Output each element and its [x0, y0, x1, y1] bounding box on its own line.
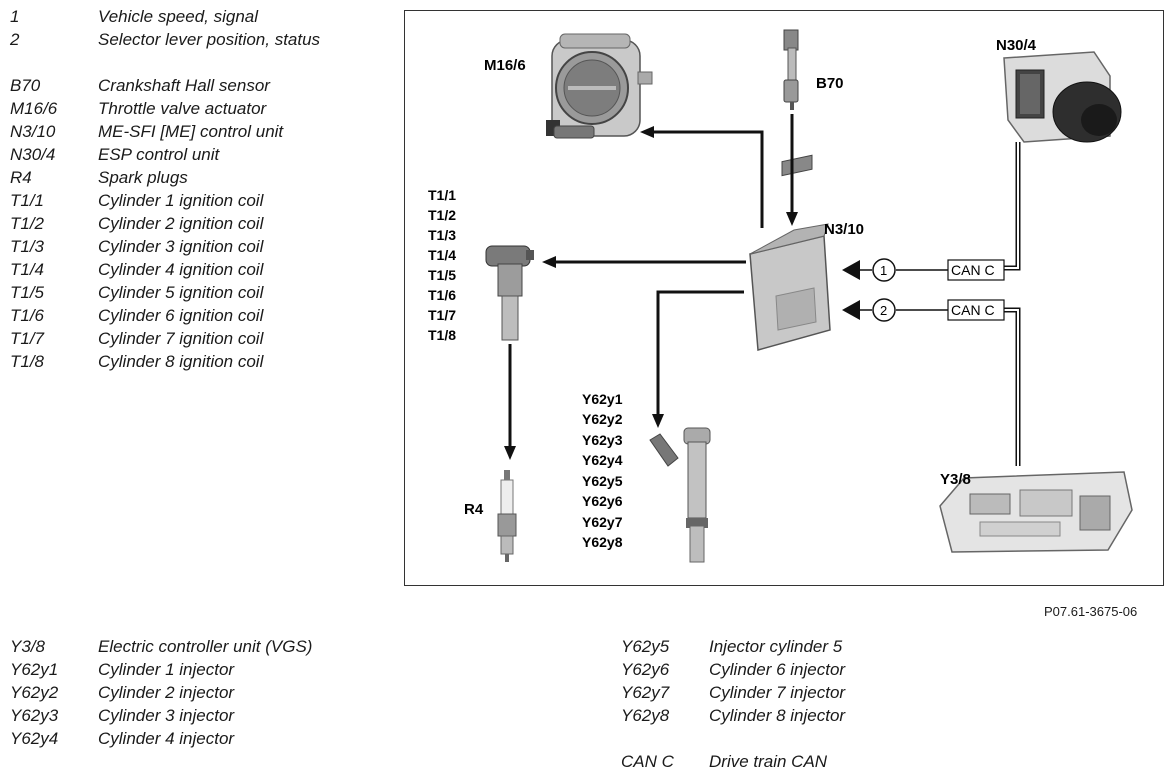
n3-10-label: N3/10 — [824, 221, 864, 238]
legend-description: Crankshaft Hall sensor — [98, 76, 270, 95]
arrowhead-throttle — [640, 126, 654, 138]
arrowhead-coil — [542, 256, 556, 268]
legend-description: Cylinder 4 injector — [98, 729, 235, 748]
injector-label-2: Y62y2 — [582, 411, 623, 427]
legend-description: Cylinder 7 injector — [709, 683, 846, 702]
legend-code: T1/4 — [10, 260, 45, 279]
legend-description: ESP control unit — [98, 145, 220, 164]
legend-code: T1/8 — [10, 352, 45, 371]
legend-code: T1/3 — [10, 237, 45, 256]
legend-code: M16/6 — [10, 99, 58, 118]
legend-description: Spark plugs — [98, 168, 188, 187]
legend-code: 2 — [10, 30, 20, 49]
r4-label: R4 — [464, 501, 484, 518]
arrowhead-spark-plug — [504, 446, 516, 460]
injector-label-8: Y62y8 — [582, 534, 623, 550]
legend-description: Cylinder 3 injector — [98, 706, 235, 725]
legend-code: B70 — [10, 76, 41, 95]
legend-description: Selector lever position, status — [98, 30, 321, 49]
y3-8-label: Y3/8 — [940, 471, 971, 488]
throttle-valve-actuator — [546, 33, 653, 139]
coil-label-7: T1/7 — [428, 307, 456, 323]
wiring-diagram: M16/6 B70 N30/4 N3/10 T1/1 T1/2 T1/3 T1/… — [404, 10, 1164, 586]
electric-controller-unit — [939, 471, 1133, 553]
legend-description: Cylinder 6 injector — [709, 660, 846, 679]
legend-code: N3/10 — [10, 122, 56, 141]
legend-description: Cylinder 7 ignition coil — [98, 329, 264, 348]
legend-description: Cylinder 8 ignition coil — [98, 352, 264, 371]
injector-label-1: Y62y1 — [582, 391, 623, 407]
legend-code: 1 — [10, 7, 20, 26]
legend-code: Y62y8 — [621, 706, 670, 725]
fuel-injector — [649, 427, 711, 563]
legend-code: Y62y4 — [10, 729, 59, 748]
coil-label-5: T1/5 — [428, 267, 456, 283]
coil-label-8: T1/8 — [428, 327, 456, 343]
arrow-to-injector — [656, 290, 744, 418]
legend-code: Y62y1 — [10, 660, 59, 679]
legend-code: T1/2 — [10, 214, 45, 233]
me-sfi-control-unit — [749, 154, 831, 351]
esp-control-unit — [1003, 51, 1122, 143]
coil-label-2: T1/2 — [428, 207, 456, 223]
can-line-2 — [842, 298, 1021, 466]
legend-description: Injector cylinder 5 — [709, 637, 843, 656]
legend-description: Vehicle speed, signal — [98, 7, 259, 26]
legend-description: Drive train CAN — [709, 752, 828, 771]
injector-label-4: Y62y4 — [582, 452, 623, 468]
m16-6-label: M16/6 — [484, 57, 526, 74]
legend-code: N30/4 — [10, 145, 56, 164]
can-label-2: CAN C — [951, 302, 995, 318]
injector-label-6: Y62y6 — [582, 493, 623, 509]
figure-reference: P07.61-3675-06 — [1044, 604, 1138, 619]
legend-code: T1/5 — [10, 283, 45, 302]
legend-description: Cylinder 2 ignition coil — [98, 214, 264, 233]
legend-code: T1/7 — [10, 329, 45, 348]
arrow-to-throttle — [652, 130, 764, 228]
legend-code: R4 — [10, 168, 32, 187]
legend-code: Y62y6 — [621, 660, 670, 679]
coil-label-3: T1/3 — [428, 227, 456, 243]
can-label-1: CAN C — [951, 262, 995, 278]
arrowhead-injector — [652, 414, 664, 428]
can-line-1 — [842, 142, 1021, 282]
signal-1-number: 1 — [880, 263, 887, 278]
legend-description: Cylinder 4 ignition coil — [98, 260, 264, 279]
legend-description: ME-SFI [ME] control unit — [98, 122, 284, 141]
legend-code: Y3/8 — [10, 637, 45, 656]
injector-label-3: Y62y3 — [582, 432, 623, 448]
legend-description: Cylinder 5 ignition coil — [98, 283, 264, 302]
legend-description: Cylinder 1 injector — [98, 660, 235, 679]
legend-description: Cylinder 3 ignition coil — [98, 237, 264, 256]
legend-description: Cylinder 1 ignition coil — [98, 191, 264, 210]
n30-4-label: N30/4 — [996, 37, 1037, 54]
b70-label: B70 — [816, 75, 844, 92]
legend-code: Y62y7 — [621, 683, 670, 702]
legend-description: Cylinder 2 injector — [98, 683, 235, 702]
legend-code: Y62y3 — [10, 706, 59, 725]
legend-code: Y62y2 — [10, 683, 59, 702]
crankshaft-hall-sensor — [783, 29, 799, 110]
legend-description: Electric controller unit (VGS) — [98, 637, 313, 656]
legend-description: Cylinder 8 injector — [709, 706, 846, 725]
ignition-coil — [485, 245, 534, 341]
coil-label-6: T1/6 — [428, 287, 456, 303]
legend-code: T1/1 — [10, 191, 45, 210]
coil-label-4: T1/4 — [428, 247, 456, 263]
legend-code: T1/6 — [10, 306, 45, 325]
legend-description: Throttle valve actuator — [98, 99, 267, 118]
spark-plug — [497, 470, 517, 562]
legend-code: CAN C — [621, 752, 674, 771]
signal-2-number: 2 — [880, 303, 887, 318]
injector-label-7: Y62y7 — [582, 514, 623, 530]
arrowhead-b70 — [786, 212, 798, 226]
legend-description: Cylinder 6 ignition coil — [98, 306, 264, 325]
legend-code: Y62y5 — [621, 637, 670, 656]
coil-label-1: T1/1 — [428, 187, 456, 203]
injector-label-5: Y62y5 — [582, 473, 623, 489]
